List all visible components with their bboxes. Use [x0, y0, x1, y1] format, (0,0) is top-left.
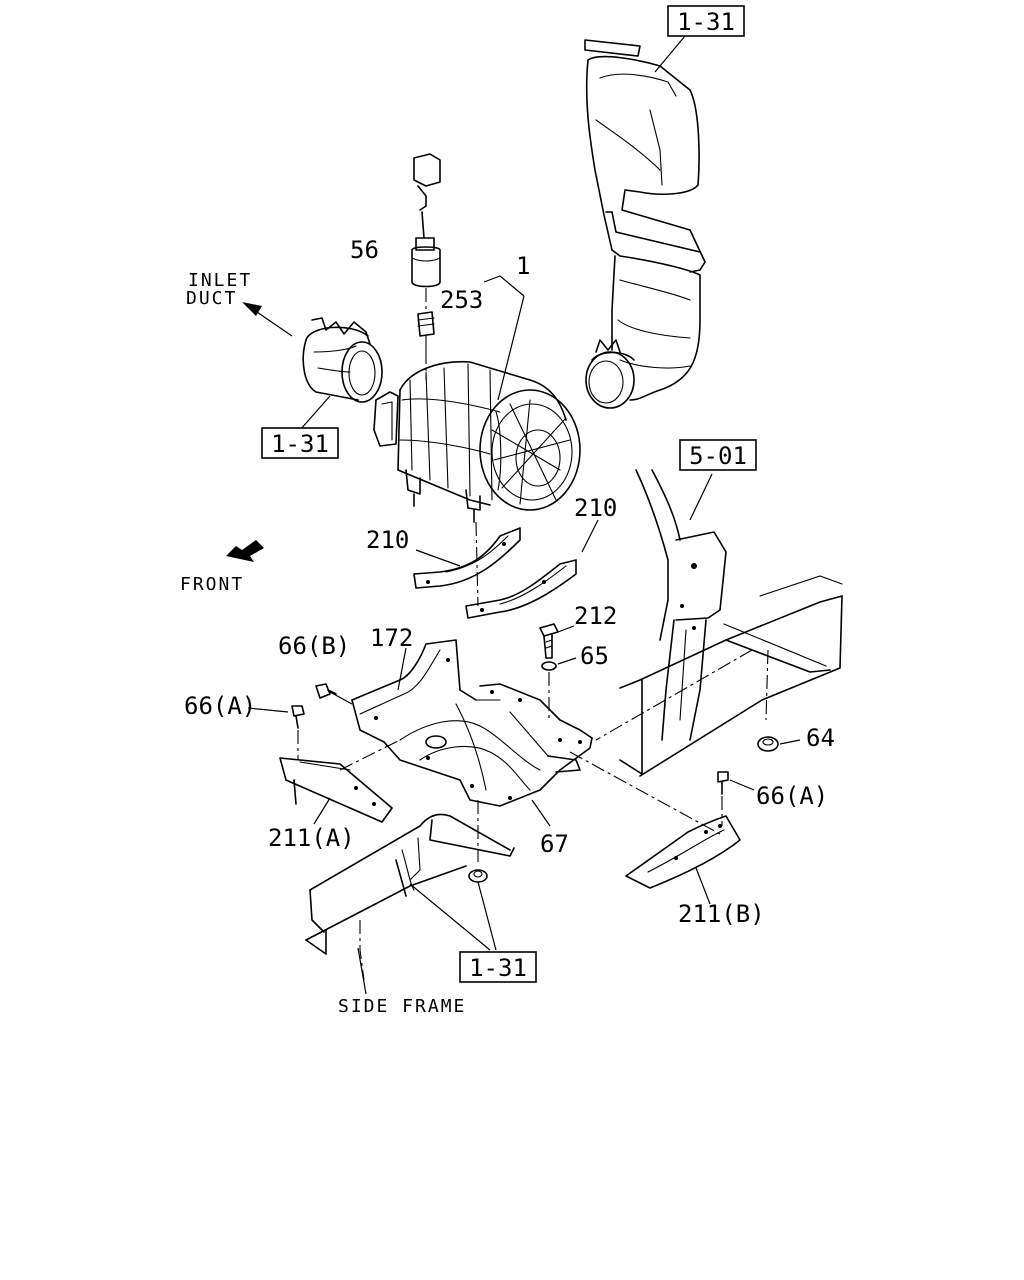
clip-66a-right [717, 771, 755, 826]
frame-rail-upper [595, 469, 843, 777]
side-frame [305, 813, 515, 995]
bolt-212 [539, 623, 575, 659]
label-65: 65 [580, 642, 609, 670]
front-label: FRONT [180, 574, 244, 595]
ref-box-1-31-bottom [459, 951, 537, 983]
washer-65 [541, 657, 577, 720]
bracket-210-left [413, 527, 521, 589]
label-210-right: 210 [574, 494, 617, 522]
air-cleaner-assembly [373, 275, 581, 523]
indicator-sensor-56 [411, 153, 441, 288]
front-arrow-icon [226, 540, 264, 562]
label-172: 172 [370, 624, 413, 652]
ref-5-01: 5-01 [689, 442, 747, 470]
side-frame-label: SIDE FRAME [338, 996, 466, 1017]
label-64: 64 [806, 724, 835, 752]
label-56: 56 [350, 236, 379, 264]
ref-1-31-left: 1-31 [271, 430, 329, 458]
label-211a: 211(A) [268, 824, 355, 852]
ref-box-5-01 [679, 439, 757, 471]
mounting-plate-67 [383, 683, 593, 827]
inlet-hose [242, 302, 383, 431]
clip-66b [315, 683, 353, 705]
bracket-211a [279, 757, 393, 825]
ref-1-31-bottom: 1-31 [469, 954, 527, 982]
inlet-duct-line-1: INLET [188, 270, 252, 291]
label-66a-left: 66(A) [184, 692, 256, 720]
bracket-211b [625, 815, 741, 905]
label-66a-right: 66(A) [756, 782, 828, 810]
label-212: 212 [574, 602, 617, 630]
nut-bottom [409, 869, 497, 951]
clip-66a-left [247, 705, 305, 760]
label-211b: 211(B) [678, 900, 765, 928]
label-1: 1 [516, 252, 530, 280]
mounting-bracket-172 [351, 639, 477, 743]
label-67: 67 [540, 830, 569, 858]
ref-1-31-top: 1-31 [677, 8, 735, 36]
label-253: 253 [440, 286, 483, 314]
label-66b: 66(B) [278, 632, 350, 660]
nut-64 [757, 736, 801, 752]
ref-box-1-31-left [261, 427, 339, 459]
bracket-210-right [465, 559, 577, 619]
intake-duct-resonator [584, 29, 706, 409]
label-210-left: 210 [366, 526, 409, 554]
ref-box-1-31-top [667, 5, 745, 37]
inlet-duct-line-2: DUCT [186, 288, 237, 309]
